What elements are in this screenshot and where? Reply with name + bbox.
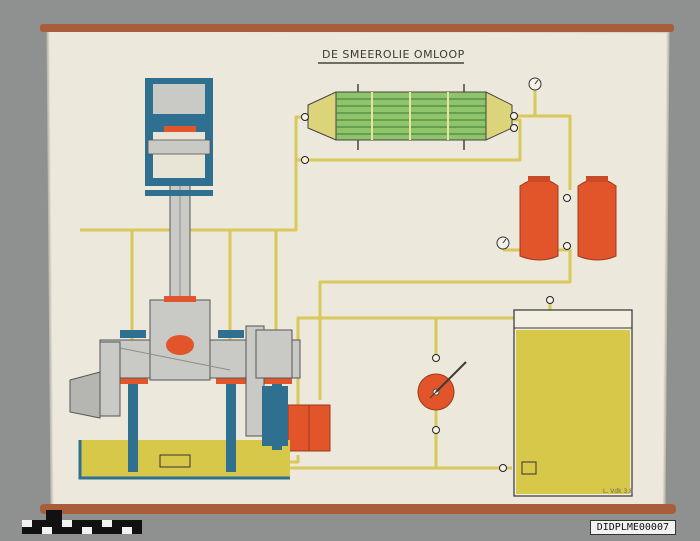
oil-filters [519,176,617,261]
oil-pump [417,361,467,411]
oil-cooler [307,84,513,150]
maker-mark: L. Vdk 3.8 [603,488,633,495]
bottom-hanging-rod [40,504,676,514]
strainer [287,404,331,452]
piston [145,78,213,196]
poster-title: DE SMEEROLIE OMLOOP [322,48,465,61]
pipe-valves [301,112,571,472]
archive-scale-bar [22,510,142,534]
top-hanging-rod [40,24,674,32]
crankcase-sump [78,440,290,480]
catalog-number-label: DIDPLME00007 [589,520,676,535]
oil-tank [513,309,633,497]
pressure-gauges [496,77,542,250]
rear-support [255,329,293,446]
